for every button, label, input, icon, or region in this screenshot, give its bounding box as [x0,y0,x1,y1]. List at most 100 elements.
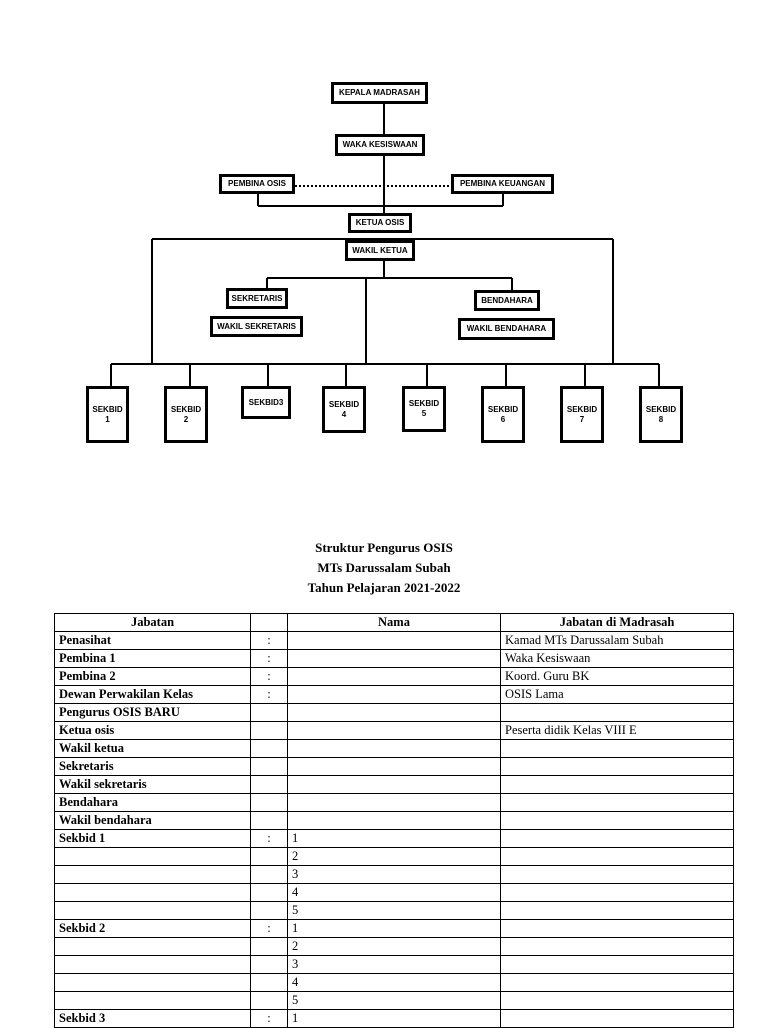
cell-separator [250,775,288,794]
table-row: 3 [54,865,734,884]
cell-separator [250,901,288,920]
cell-jabatan: Ketua osis [54,721,251,740]
org-box-chair: KETUA OSIS [348,213,412,233]
cell-nama [287,793,501,812]
cell-jabatan-madrasah [500,973,734,992]
header-nama: Nama [287,613,501,632]
org-box-advisor-right: PEMBINA KEUANGAN [451,174,554,194]
cell-nama: 4 [287,883,501,902]
cell-jabatan-madrasah: Koord. Guru BK [500,667,734,686]
table-row: 4 [54,883,734,902]
cell-jabatan: Wakil bendahara [54,811,251,830]
cell-separator: : [250,1009,288,1028]
sekbid-number: 4 [341,409,347,419]
table-row: Sekbid 1:1 [54,829,734,848]
cell-separator [250,739,288,758]
org-box-sekbid-6: SEKBID 6 [481,386,525,443]
cell-nama [287,775,501,794]
sekbid-number: 7 [579,414,585,424]
cell-nama [287,703,501,722]
cell-jabatan-madrasah [500,703,734,722]
cell-separator [250,865,288,884]
table-row: 5 [54,901,734,920]
cell-separator [250,955,288,974]
cell-jabatan-madrasah [500,811,734,830]
sekbid-label: SEKBID [170,404,202,414]
cell-nama: 2 [287,937,501,956]
cell-jabatan: Dewan Perwakilan Kelas [54,685,251,704]
cell-jabatan-madrasah: Waka Kesiswaan [500,649,734,668]
sekbid-label: SEKBID [566,404,598,414]
cell-separator [250,973,288,992]
school-name: MTs Darussalam Subah [317,560,451,575]
cell-separator: : [250,631,288,650]
table-row: 4 [54,973,734,992]
table-row: Bendahara [54,793,734,812]
cell-jabatan-madrasah [500,865,734,884]
cell-jabatan-madrasah [500,883,734,902]
table-row: Pengurus OSIS BARU [54,703,734,722]
table-row: Wakil ketua [54,739,734,758]
table-row: Pembina 1:Waka Kesiswaan [54,649,734,668]
cell-jabatan: Sekbid 1 [54,829,251,848]
document-title: Struktur Pengurus OSIS [315,540,453,555]
sekbid-label: SEKBID [645,404,677,414]
table-row: 2 [54,937,734,956]
table-row: Sekbid 2:1 [54,919,734,938]
org-box-sekbid-4: SEKBID 4 [322,386,366,433]
cell-separator [250,847,288,866]
org-box-sekbid-3: SEKBID3 [241,386,291,419]
cell-nama [287,685,501,704]
cell-nama [287,649,501,668]
table-row: Sekbid 3:1 [54,1009,734,1028]
cell-nama: 5 [287,991,501,1010]
cell-jabatan: Wakil ketua [54,739,251,758]
org-box-sekbid-2: SEKBID 2 [164,386,208,443]
cell-jabatan: Sekbid 2 [54,919,251,938]
cell-jabatan-madrasah: OSIS Lama [500,685,734,704]
cell-nama: 2 [287,847,501,866]
table-row: 5 [54,991,734,1010]
sekbid-label: SEKBID [408,399,440,408]
table-row: Sekretaris [54,757,734,776]
header-jabatan: Jabatan [54,613,251,632]
cell-jabatan: Pembina 1 [54,649,251,668]
document-title-block: Struktur Pengurus OSIS MTs Darussalam Su… [0,538,768,598]
cell-jabatan: Bendahara [54,793,251,812]
header-separator [250,613,288,632]
cell-jabatan-madrasah [500,991,734,1010]
cell-jabatan-madrasah [500,739,734,758]
cell-nama: 1 [287,919,501,938]
cell-jabatan-madrasah [500,829,734,848]
cell-separator: : [250,919,288,938]
org-chart: KEPALA MADRASAH WAKA KESISWAAN PEMBINA O… [0,0,768,460]
org-box-head: KEPALA MADRASAH [331,82,428,104]
table-row: Wakil bendahara [54,811,734,830]
cell-separator: : [250,685,288,704]
cell-jabatan-madrasah [500,955,734,974]
cell-jabatan-madrasah [500,775,734,794]
cell-separator [250,991,288,1010]
cell-jabatan [54,901,251,920]
org-chart-connectors [110,103,660,387]
cell-nama: 1 [287,829,501,848]
table-header-row: Jabatan Nama Jabatan di Madrasah [54,613,734,632]
cell-nama: 5 [287,901,501,920]
sekbid-number: 5 [421,409,427,418]
header-jabatan-madrasah: Jabatan di Madrasah [500,613,734,632]
org-box-sekbid-7: SEKBID 7 [560,386,604,443]
cell-nama [287,739,501,758]
cell-jabatan-madrasah [500,937,734,956]
cell-jabatan-madrasah [500,793,734,812]
org-box-treasurer: BENDAHARA [474,290,540,311]
cell-jabatan: Sekbid 3 [54,1009,251,1028]
cell-separator [250,811,288,830]
cell-nama: 3 [287,865,501,884]
cell-separator [250,793,288,812]
cell-jabatan [54,847,251,866]
cell-jabatan [54,955,251,974]
cell-jabatan: Pengurus OSIS BARU [54,703,251,722]
academic-year: Tahun Pelajaran 2021-2022 [307,580,461,595]
